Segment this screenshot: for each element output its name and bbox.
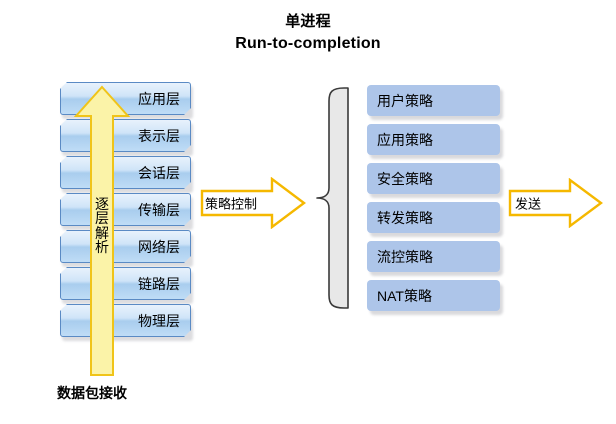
- policy-control-label: 策略控制: [205, 196, 258, 212]
- policy-list: 用户策略 应用策略 安全策略 转发策略 流控策略 NAT策略: [367, 85, 503, 315]
- layer-box-datalink[interactable]: 链路层: [60, 267, 191, 300]
- layer-box-session[interactable]: 会话层: [60, 156, 191, 189]
- policy-box-application[interactable]: 应用策略: [367, 124, 500, 155]
- layer-label: 应用层: [138, 90, 180, 107]
- right-arrow-icon: [200, 177, 306, 229]
- policy-label: NAT策略: [377, 287, 432, 304]
- layer-box-physical[interactable]: 物理层: [60, 304, 191, 337]
- policy-label: 应用策略: [377, 131, 433, 148]
- layer-box-transport[interactable]: 传输层: [60, 193, 191, 226]
- policy-control-arrow[interactable]: 策略控制: [200, 177, 306, 229]
- send-label: 发送: [515, 196, 542, 212]
- vertical-arrow-label: 逐 层 解 析: [73, 197, 131, 254]
- page-title: 单进程 Run-to-completion: [0, 12, 616, 55]
- layer-box-presentation[interactable]: 表示层: [60, 119, 191, 152]
- layer-label: 网络层: [138, 238, 180, 255]
- packet-receive-caption: 数据包接收: [57, 385, 127, 401]
- vertical-arrow-char: 逐: [95, 196, 109, 212]
- vertical-arrow-char: 解: [95, 224, 109, 241]
- policy-label: 转发策略: [377, 209, 433, 226]
- policy-box-nat[interactable]: NAT策略: [367, 280, 500, 311]
- layer-label: 链路层: [138, 275, 180, 292]
- layer-label: 传输层: [138, 201, 180, 218]
- policy-label: 用户策略: [377, 92, 433, 109]
- layer-label: 表示层: [138, 127, 180, 144]
- layer-label: 会话层: [138, 164, 180, 181]
- layer-box-network[interactable]: 网络层: [60, 230, 191, 263]
- policy-box-security[interactable]: 安全策略: [367, 163, 500, 194]
- up-arrow-icon: [73, 85, 131, 376]
- right-arrow-icon: [508, 178, 603, 228]
- title-line-1: 单进程: [285, 13, 331, 30]
- policy-label: 安全策略: [377, 170, 433, 187]
- policy-label: 流控策略: [377, 248, 433, 265]
- policy-group-brace: [314, 85, 350, 311]
- policy-box-forwarding[interactable]: 转发策略: [367, 202, 500, 233]
- title-line-2: Run-to-completion: [235, 34, 381, 52]
- policy-box-flow-control[interactable]: 流控策略: [367, 241, 500, 272]
- layer-by-layer-parse-arrow: 逐 层 解 析: [73, 85, 131, 377]
- curly-brace-icon: [316, 87, 349, 309]
- layer-label: 物理层: [138, 312, 180, 329]
- send-arrow[interactable]: 发送: [508, 178, 603, 228]
- osi-layer-stack: 应用层 表示层 会话层 传输层 网络层 链路层 物理层: [60, 82, 193, 341]
- vertical-arrow-char: 析: [95, 238, 109, 255]
- policy-box-user[interactable]: 用户策略: [367, 85, 500, 116]
- vertical-arrow-char: 层: [95, 210, 109, 227]
